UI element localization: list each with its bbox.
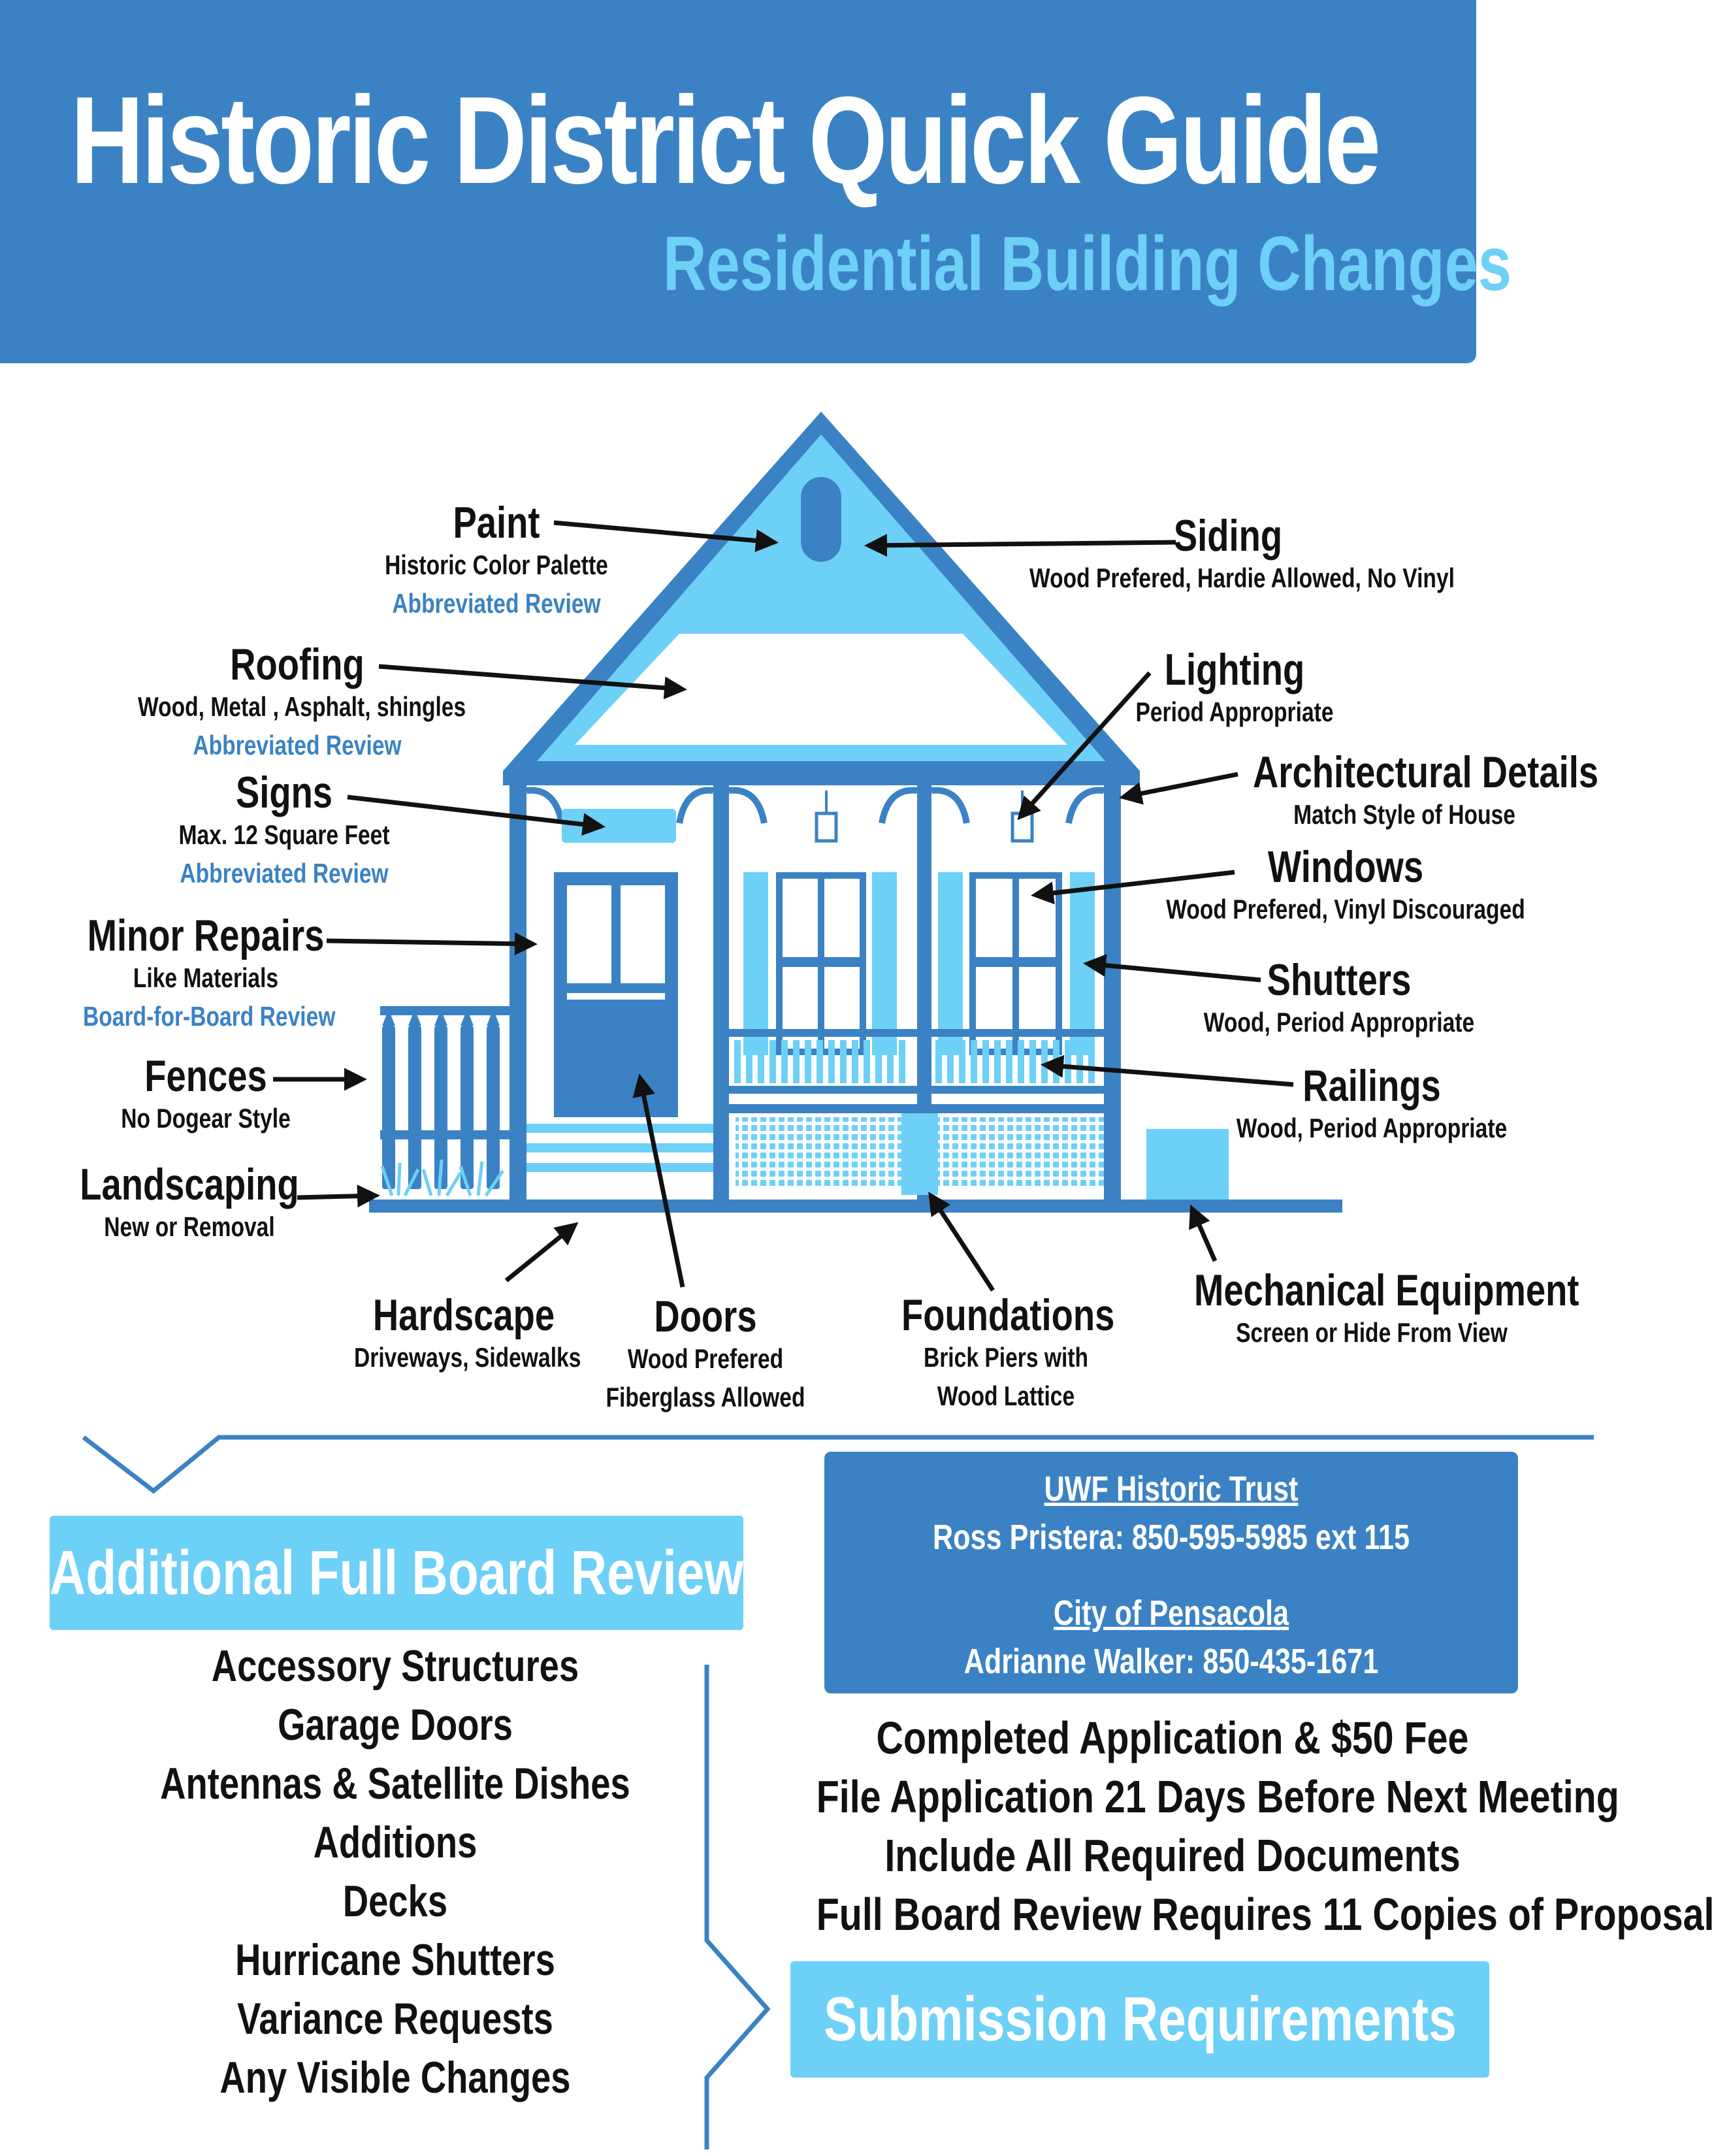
arrow-architectural (1119, 772, 1238, 805)
contact-person: Adrianne Walker: 850-435-1671 (963, 1642, 1379, 1681)
list-item: Any Visible Changes (219, 2053, 571, 2102)
arrow-foundations (928, 1192, 995, 1292)
label-fences: Fences No Dogear Style (121, 1051, 291, 1134)
list-item: Accessory Structures (211, 1641, 579, 1691)
submission-requirements-banner: Submission Requirements (790, 1961, 1489, 2078)
picket-fence (380, 1006, 515, 1189)
label-shutters: Shutters Wood, Period Appropriate (1203, 955, 1475, 1038)
callout-arrows (273, 520, 1294, 1292)
header-banner (0, 0, 1476, 363)
list-item: Antennas & Satellite Dishes (160, 1759, 630, 1808)
arrow-roofing (378, 664, 687, 700)
list-item: Include All Required Documents (884, 1830, 1461, 1881)
contact-box: UWF Historic Trust Ross Pristera: 850-59… (824, 1452, 1518, 1693)
submission-requirements-list: Completed Application & $50 Fee File App… (738, 1708, 1714, 1944)
list-item: File Application 21 Days Before Next Mee… (816, 1771, 1619, 1822)
label-lighting: Lighting Period Appropriate (1135, 645, 1334, 728)
section-divider (82, 1435, 1594, 2149)
porch-lantern-left (815, 791, 838, 843)
label-siding: Siding Wood Prefered, Hardie Allowed, No… (1029, 511, 1455, 594)
window-left (743, 872, 897, 1055)
list-item: Full Board Review Requires 11 Copies of … (816, 1889, 1714, 1940)
label-signs: Signs Max. 12 Square Feet Abbreviated Re… (178, 768, 390, 889)
window-right (938, 872, 1095, 1055)
list-item: Additions (313, 1818, 477, 1867)
arrow-paint (553, 520, 779, 552)
full-board-review-banner: Additional Full Board Review (50, 1516, 743, 1630)
gable-vent (801, 477, 841, 562)
list-item: Completed Application & $50 Fee (876, 1712, 1469, 1763)
submission-requirements-title: Submission Requirements (823, 1984, 1457, 2054)
landscaping-grass (380, 1159, 505, 1197)
arrow-hardscape (504, 1222, 579, 1282)
arrow-railings (1041, 1054, 1294, 1087)
page-title: Historic District Quick Guide (71, 71, 1381, 210)
front-door (554, 872, 678, 1117)
foundation-lattice (722, 1104, 1104, 1195)
list-item: Hurricane Shutters (235, 1935, 555, 1985)
house-diagram (273, 412, 1342, 1292)
arrow-shutters (1083, 954, 1261, 983)
house-body (509, 784, 1121, 1202)
list-item: Decks (342, 1876, 448, 1926)
arrow-lighting (1017, 671, 1152, 821)
label-architectural-details: Architectural Details Match Style of Hou… (1253, 747, 1599, 830)
page-subtitle: Residential Building Changes (663, 221, 1512, 307)
arrow-siding (864, 534, 1176, 557)
label-railings: Railings Wood, Period Appropriate (1236, 1061, 1508, 1144)
label-hardscape: Hardscape Driveways, Sidewalks (354, 1290, 581, 1373)
label-landscaping: Landscaping New or Removal (80, 1160, 299, 1243)
porch-railing (729, 1029, 1104, 1094)
full-board-review-list: Accessory Structures Garage Doors Antenn… (91, 1637, 699, 2107)
full-board-review-title: Additional Full Board Review (49, 1537, 744, 1608)
arrow-mechanical (1189, 1204, 1218, 1262)
label-windows: Windows Wood Prefered, Vinyl Discouraged (1166, 842, 1525, 925)
label-minor-repairs: Minor Repairs Like Materials Board-for-B… (83, 911, 336, 1032)
arrow-minor-repairs (326, 932, 538, 956)
list-item: Variance Requests (237, 1994, 553, 2044)
mechanical-unit (1146, 1129, 1229, 1204)
front-steps (526, 1124, 713, 1172)
ground-line (369, 1200, 1342, 1213)
contact-person: Ross Pristera: 850-595-5985 ext 115 (932, 1518, 1410, 1557)
arrow-doors (632, 1073, 685, 1288)
list-item: Garage Doors (278, 1700, 513, 1750)
label-paint: Paint Historic Color Palette Abbreviated… (385, 498, 608, 619)
contact-org: City of Pensacola (1053, 1593, 1289, 1633)
label-mechanical-equipment: Mechanical Equipment Screen or Hide From… (1194, 1266, 1579, 1348)
arrow-landscaping (297, 1184, 380, 1208)
arrow-windows (1031, 870, 1235, 905)
label-foundations: Foundations Brick Piers with Wood Lattic… (901, 1290, 1115, 1412)
contact-org: UWF Historic Trust (1044, 1469, 1299, 1509)
label-doors: Doors Wood Prefered Fiberglass Allowed (606, 1292, 805, 1413)
arrow-signs (347, 794, 606, 836)
label-roofing: Roofing Wood, Metal , Asphalt, shingles … (138, 640, 466, 761)
